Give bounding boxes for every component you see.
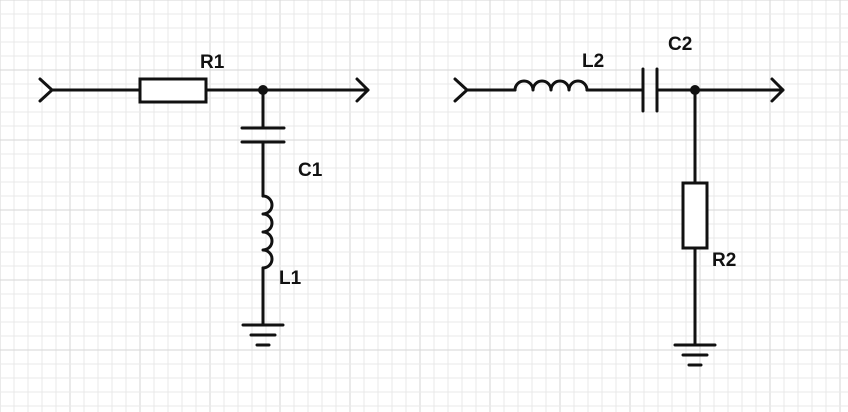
l1-label: L1 xyxy=(279,268,302,289)
inductor-l1 xyxy=(261,194,274,270)
inductor-l2 xyxy=(513,79,589,92)
left-output-arrow xyxy=(355,77,370,103)
right-output-arrow xyxy=(770,77,785,103)
resistor-r1 xyxy=(138,77,208,104)
r2-label: R2 xyxy=(712,250,736,271)
resistor-r2 xyxy=(681,181,709,250)
right-circuit: L2 C2 R2 xyxy=(453,34,785,367)
l2-label: L2 xyxy=(582,51,604,72)
c2-label: C2 xyxy=(668,34,692,55)
ground-symbol-right xyxy=(673,343,717,367)
left-circuit: R1 C1 L1 xyxy=(38,52,370,347)
c1-label: C1 xyxy=(298,160,323,181)
capacitor-c2 xyxy=(641,67,659,113)
ground-symbol-left xyxy=(241,323,285,347)
r1-label: R1 xyxy=(200,52,225,73)
